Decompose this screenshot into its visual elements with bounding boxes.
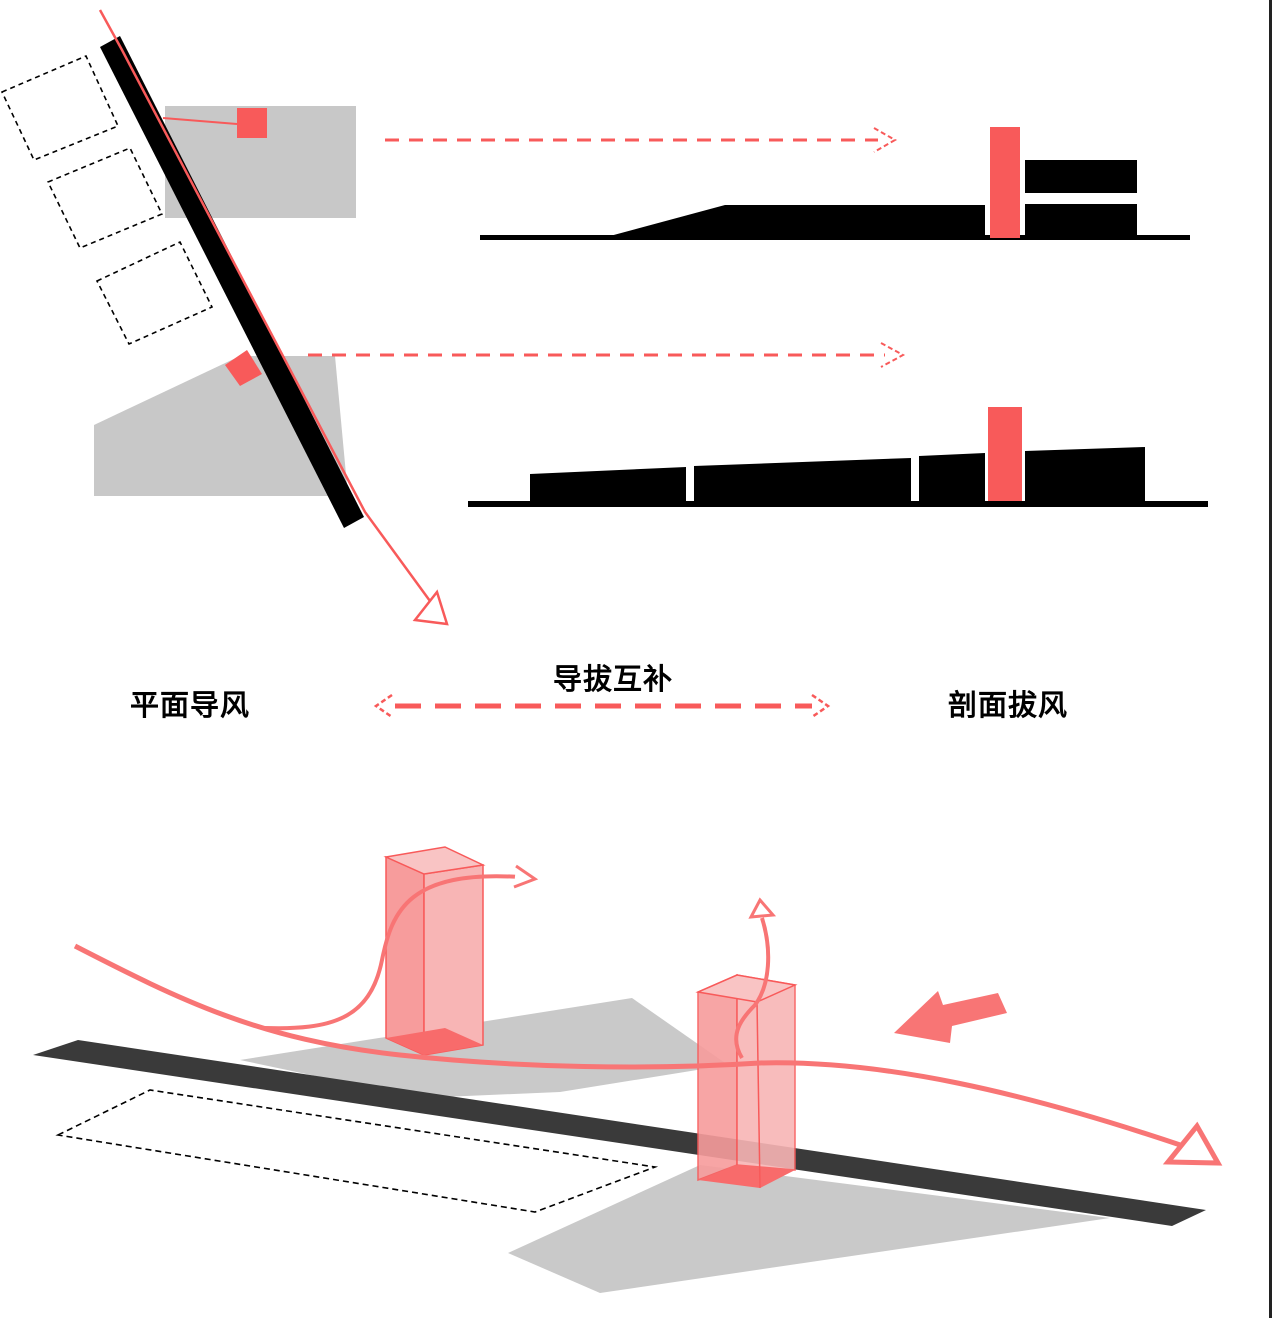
section-lower [468,407,1208,507]
frame-border [1269,0,1272,1318]
plan-wind-arrow [98,9,440,613]
axo-long-building [33,1040,1206,1226]
axo-tower-right-wind [734,917,771,1060]
plan-wind-arrowhead [412,589,449,626]
label-complement: 导拔互补 [553,662,674,696]
label-section-extraction: 剖面拔风 [948,688,1069,722]
section-upper-shaft [990,127,1020,238]
plan-dashed-boxes [0,54,214,346]
axo-upper-shadow [240,998,728,1098]
plan-shaft-upper [237,108,267,138]
plan-diagram [0,9,449,626]
axo-tower-left-wind [264,874,521,1031]
section-lower-shaft [988,407,1022,501]
plan-main-building [100,36,364,528]
axo-lower-shadow [508,1165,1110,1293]
axo-tower-right [695,973,798,1189]
axonometric-diagram [33,846,1223,1293]
plan-shaft-lower [225,350,262,386]
section-link-arrows [308,127,906,368]
axo-main-wind-arrowhead [1162,1121,1223,1166]
section-upper [480,127,1190,240]
axo-dashed-outline [55,1089,659,1213]
plan-shaft-leader [162,117,238,125]
complement-arrow [373,693,831,719]
label-plan-guiding: 平面导风 [130,688,251,722]
axo-main-wind [73,943,1196,1153]
axo-incoming-wind-arrow [894,991,1007,1043]
axo-tower-left [383,846,486,1057]
